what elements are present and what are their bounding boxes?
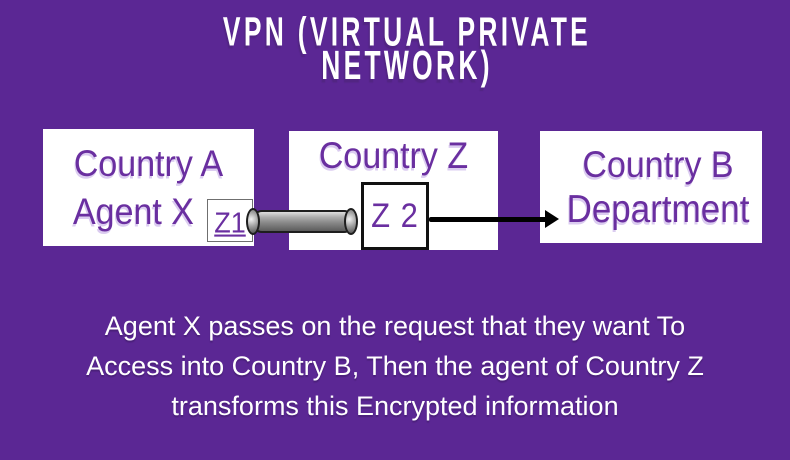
country-b-box: Country B Department [540, 131, 762, 243]
z1-label: Z1 [214, 207, 246, 239]
page-title: VPN (VIRTUAL PRIVATE NETWORK) [146, 12, 667, 86]
pipe-left-cap [246, 208, 260, 235]
country-b-label: Country B [582, 143, 734, 186]
title-line-1: VPN (VIRTUAL PRIVATE [222, 9, 592, 55]
title-line-2: NETWORK) [321, 43, 493, 89]
arrow-z2-to-country-b [429, 217, 547, 222]
agent-x-label: Agent X [73, 190, 194, 233]
caption-line-1: Agent X passes on the request that they … [104, 311, 686, 341]
caption-line-2: Access into Country B, Then the agent of… [86, 351, 704, 381]
z2-label: Z 2 [371, 196, 419, 235]
caption-line-3: transforms this Encrypted information [171, 391, 619, 421]
caption-text: Agent X passes on the request that they … [0, 306, 790, 426]
z2-encryption-box: Z 2 [361, 182, 429, 250]
z1-encryption-box: Z1 [207, 199, 253, 242]
country-a-label: Country A [73, 142, 224, 185]
arrowhead-icon [545, 210, 559, 228]
vpn-tunnel-pipe [252, 210, 354, 233]
country-z-label: Country Z [318, 135, 469, 177]
department-label: Department [566, 187, 750, 231]
pipe-right-cap [344, 208, 358, 235]
